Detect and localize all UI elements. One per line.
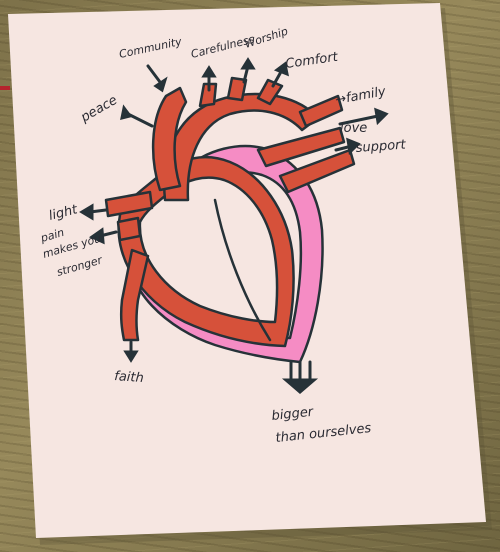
left-vessel-lower (118, 218, 140, 240)
label-faith: faith (114, 369, 144, 386)
label-love: love (340, 121, 367, 136)
